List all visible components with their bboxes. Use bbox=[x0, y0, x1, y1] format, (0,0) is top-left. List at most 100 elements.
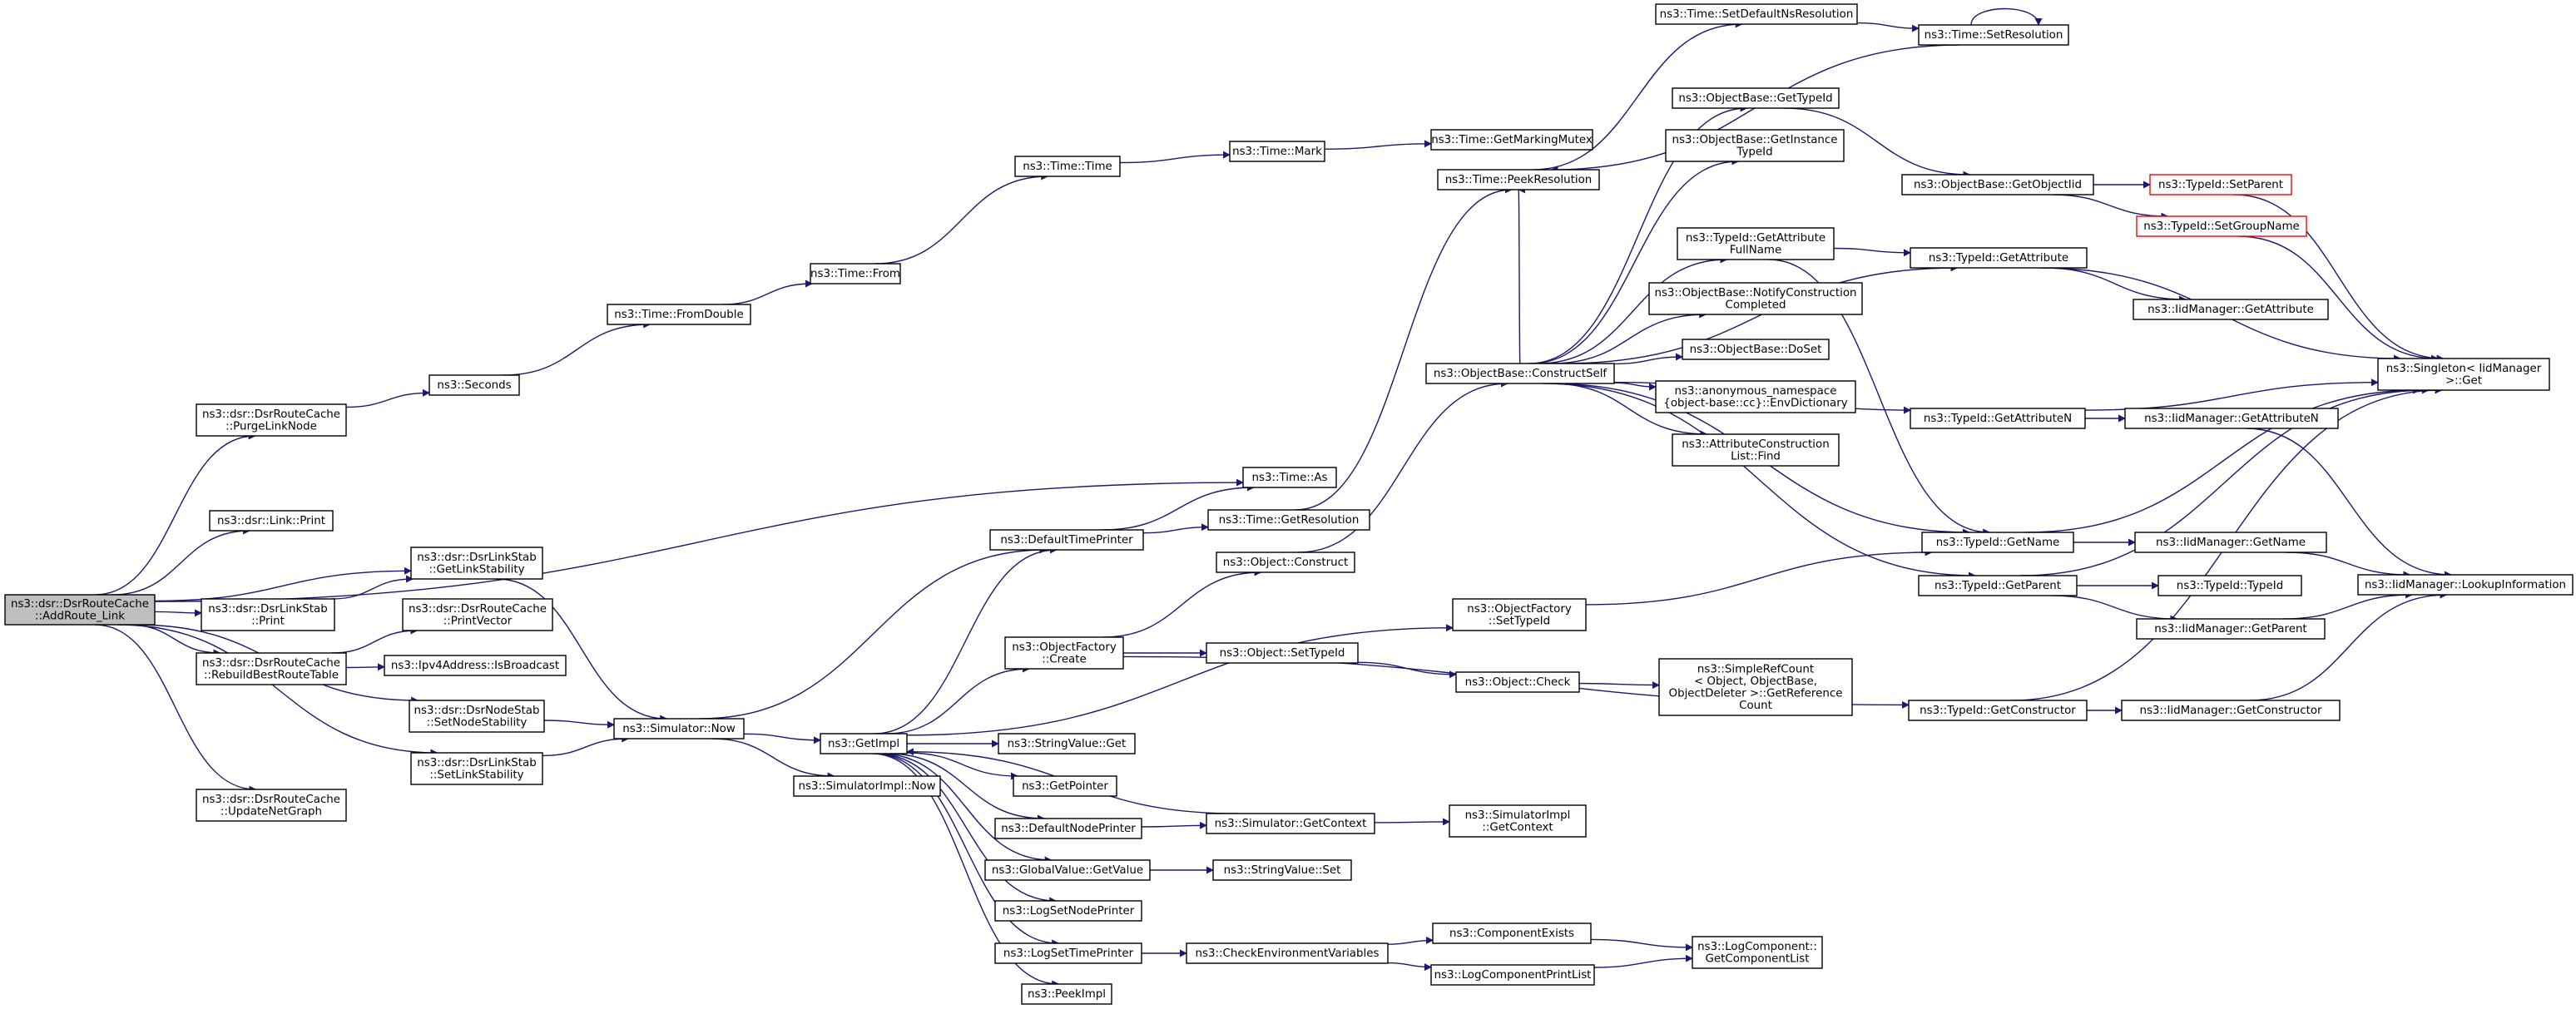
node-defaulttimeprinter[interactable]: ns3::DefaultTimePrinter bbox=[989, 529, 1144, 551]
node-label: ns3::Time::GetMarkingMutex bbox=[1431, 134, 1593, 146]
node-box bbox=[2357, 574, 2574, 596]
node-getlinkstab[interactable]: ns3::dsr::DsrLinkStab::GetLinkStability bbox=[410, 547, 543, 580]
node-label: ns3::TypeId::TypeId bbox=[2177, 580, 2283, 592]
node-box bbox=[1021, 983, 1112, 1005]
node-getmarkingmutex[interactable]: ns3::Time::GetMarkingMutex bbox=[1430, 129, 1593, 151]
node-label: ns3::IidManager::GetAttribute bbox=[2147, 304, 2314, 316]
node-label: ns3::DefaultNodePrinter bbox=[1001, 823, 1136, 835]
node-objfactorycreate[interactable]: ns3::ObjectFactory::Create bbox=[1004, 636, 1124, 670]
node-dsrlinkstabprint[interactable]: ns3::dsr::DsrLinkStab::Print bbox=[201, 598, 335, 631]
node-rebuild[interactable]: ns3::dsr::DsrRouteCache::RebuildBestRout… bbox=[196, 652, 347, 685]
node-box bbox=[2136, 618, 2326, 640]
call-edge bbox=[1119, 151, 1231, 164]
node-globalvalueget[interactable]: ns3::GlobalValue::GetValue bbox=[984, 859, 1151, 881]
call-edge bbox=[2084, 378, 2379, 411]
call-edge bbox=[111, 527, 251, 596]
node-root[interactable]: ns3::dsr::DsrRouteCache::AddRoute_Link bbox=[4, 594, 156, 626]
node-label: ns3::dsr::DsrLinkStab bbox=[417, 552, 536, 564]
node-anonenvdict[interactable]: ns3::anonymous_namespace{object-base::cc… bbox=[1655, 380, 1856, 413]
node-simnow[interactable]: ns3::Simulator::Now bbox=[613, 718, 745, 739]
call-edge bbox=[871, 753, 1060, 988]
node-stringvalueset[interactable]: ns3::StringValue::Set bbox=[1212, 859, 1352, 881]
node-time[interactable]: ns3::Time::Time bbox=[1014, 156, 1121, 177]
node-box bbox=[4, 594, 156, 626]
node-timeas[interactable]: ns3::Time::As bbox=[1242, 467, 1337, 488]
node-updatenet[interactable]: ns3::dsr::DsrRouteCache::UpdateNetGraph bbox=[196, 789, 347, 822]
node-label: ns3::Time::SetResolution bbox=[1925, 29, 2063, 42]
node-label: ns3::Time::As bbox=[1252, 472, 1328, 484]
node-objconstruct[interactable]: ns3::Object::Construct bbox=[1216, 552, 1355, 573]
node-box bbox=[402, 598, 553, 631]
node-setdefaultns[interactable]: ns3::Time::SetDefaultNsResolution bbox=[1655, 3, 1858, 25]
node-iidgetname[interactable]: ns3::IidManager::GetName bbox=[2134, 532, 2327, 553]
node-peekimpl[interactable]: ns3::PeekImpl bbox=[1021, 983, 1112, 1005]
node-objsettypeid[interactable]: ns3::Object::SetTypeId bbox=[1206, 642, 1359, 664]
node-simimplnow[interactable]: ns3::SimulatorImpl::Now bbox=[793, 775, 941, 797]
node-iidgetparent[interactable]: ns3::IidManager::GetParent bbox=[2136, 618, 2326, 640]
node-typeidgetparent[interactable]: ns3::TypeId::GetParent bbox=[1918, 575, 2078, 596]
node-iidgetattrn[interactable]: ns3::IidManager::GetAttributeN bbox=[2124, 408, 2339, 429]
node-isbroadcast[interactable]: ns3::Ipv4Address::IsBroadcast bbox=[384, 655, 567, 676]
node-typeidsetgroupname[interactable]: ns3::TypeId::SetGroupName bbox=[2136, 215, 2307, 237]
node-simplerefcount[interactable]: ns3::SimpleRefCount< Object, ObjectBase,… bbox=[1658, 658, 1853, 716]
node-typeidgetname[interactable]: ns3::TypeId::GetName bbox=[1921, 532, 2074, 553]
node-logsettimeprinter[interactable]: ns3::LogSetTimePrinter bbox=[994, 942, 1142, 964]
node-objbaseconstructself[interactable]: ns3::ObjectBase::ConstructSelf bbox=[1425, 363, 1615, 384]
node-checkenv[interactable]: ns3::CheckEnvironmentVariables bbox=[1186, 942, 1389, 964]
node-objbasegetobjectiid[interactable]: ns3::ObjectBase::GetObjectIid bbox=[1901, 174, 2094, 195]
node-iidlookup[interactable]: ns3::IidManager::LookupInformation bbox=[2357, 574, 2574, 596]
node-componentexists[interactable]: ns3::ComponentExists bbox=[1432, 922, 1592, 944]
node-logsetnodeprinter[interactable]: ns3::LogSetNodePrinter bbox=[994, 900, 1142, 922]
node-logcomponentprintlist[interactable]: ns3::LogComponentPrintList bbox=[1430, 964, 1595, 986]
node-fromdouble[interactable]: ns3::Time::FromDouble bbox=[607, 304, 751, 325]
call-edge bbox=[1324, 140, 1432, 150]
node-simgetcontext[interactable]: ns3::Simulator::GetContext bbox=[1206, 813, 1375, 834]
node-stringvalueget[interactable]: ns3::StringValue::Get bbox=[998, 733, 1136, 754]
node-label: ns3::IidManager::GetName bbox=[2156, 537, 2306, 549]
node-typeidgetattrn[interactable]: ns3::TypeId::GetAttributeN bbox=[1910, 408, 2086, 429]
node-purge[interactable]: ns3::dsr::DsrRouteCache::PurgeLinkNode bbox=[196, 403, 347, 437]
node-singletonget[interactable]: ns3::Singleton< IidManager>::Get bbox=[2377, 358, 2550, 391]
node-objbasedoset[interactable]: ns3::ObjectBase::DoSet bbox=[1682, 339, 1830, 360]
node-label: GetComponentList bbox=[1705, 952, 1809, 965]
node-box bbox=[1004, 636, 1124, 670]
node-box bbox=[1918, 575, 2078, 596]
call-edge bbox=[1833, 247, 1911, 257]
node-box bbox=[820, 733, 908, 754]
node-objbasegettypeid[interactable]: ns3::ObjectBase::GetTypeId bbox=[1672, 87, 1840, 109]
node-setres[interactable]: ns3::Time::SetResolution bbox=[1918, 24, 2069, 46]
node-logcomponentgetlist[interactable]: ns3::LogComponent::GetComponentList bbox=[1692, 936, 1823, 969]
call-edge bbox=[2051, 194, 2169, 220]
node-label: ::GetLinkStability bbox=[429, 563, 524, 576]
node-label: ::PurgeLinkNode bbox=[225, 420, 317, 433]
node-getpointer[interactable]: ns3::GetPointer bbox=[1013, 775, 1117, 797]
node-typeidsetparent[interactable]: ns3::TypeId::SetParent bbox=[2149, 174, 2292, 195]
node-iidgetconstructor[interactable]: ns3::IidManager::GetConstructor bbox=[2121, 700, 2341, 721]
node-mark[interactable]: ns3::Time::Mark bbox=[1229, 141, 1325, 162]
node-getimpl[interactable]: ns3::GetImpl bbox=[820, 733, 908, 754]
node-defaultnodeprinter[interactable]: ns3::DefaultNodePrinter bbox=[994, 818, 1142, 839]
call-edge bbox=[879, 753, 1053, 864]
node-seconds[interactable]: ns3::Seconds bbox=[429, 374, 520, 396]
node-setlinkstab[interactable]: ns3::dsr::DsrLinkStab::SetLinkStability bbox=[410, 752, 543, 785]
node-typeidgetconstructor[interactable]: ns3::TypeId::GetConstructor bbox=[1908, 700, 2088, 721]
node-peekres[interactable]: ns3::Time::PeekResolution bbox=[1437, 169, 1600, 190]
node-printvector[interactable]: ns3::dsr::DsrRouteCache::PrintVector bbox=[402, 598, 553, 631]
node-simimplgetcontext[interactable]: ns3::SimulatorImpl::GetContext bbox=[1449, 804, 1587, 838]
node-objfactorysettypeid[interactable]: ns3::ObjectFactory::SetTypeId bbox=[1452, 598, 1587, 631]
node-setnodestab[interactable]: ns3::dsr::DsrNodeStab::SetNodeStability bbox=[409, 700, 545, 733]
node-box bbox=[613, 718, 745, 739]
node-typeidgetattr[interactable]: ns3::TypeId::GetAttribute bbox=[1910, 247, 2088, 269]
node-typeidtypeid[interactable]: ns3::TypeId::TypeId bbox=[2157, 575, 2302, 596]
node-getresolution[interactable]: ns3::Time::GetResolution bbox=[1207, 509, 1370, 531]
node-objbasenotify[interactable]: ns3::ObjectBase::NotifyConstructionCompl… bbox=[1648, 282, 1863, 315]
node-label: ns3::Time::GetResolution bbox=[1219, 514, 1360, 527]
node-iidgetattr[interactable]: ns3::IidManager::GetAttribute bbox=[2133, 299, 2329, 320]
call-edge bbox=[1538, 255, 1728, 364]
node-objcheck[interactable]: ns3::Object::Check bbox=[1455, 671, 1580, 693]
node-linkprint[interactable]: ns3::dsr::Link::Print bbox=[209, 510, 334, 532]
node-from[interactable]: ns3::Time::From bbox=[810, 263, 901, 284]
